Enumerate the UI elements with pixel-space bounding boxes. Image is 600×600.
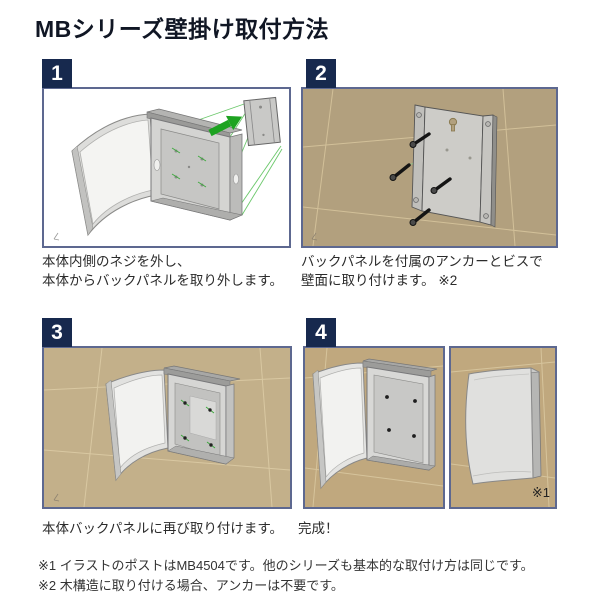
step-2-caption-line2: 壁面に取り付けます。 ※2 (301, 273, 458, 288)
back-panel-on-wall-illustration (303, 89, 556, 246)
step-4-caption-line1: 完成！ (298, 521, 339, 536)
back-panel-piece (243, 96, 281, 147)
screws-group (389, 132, 452, 226)
screws-attached (385, 395, 417, 438)
mailbox-on-wall-illustration (44, 348, 290, 507)
mailbox-closed (465, 367, 542, 485)
axis-origin-mark (311, 232, 318, 241)
step-3-caption: 本体バックパネルに再び取り付けます。 (42, 519, 283, 538)
mailbox-body (146, 108, 244, 221)
step-1-illustration-panel (42, 87, 291, 248)
mailbox-door (312, 362, 368, 490)
mailbox-body (362, 358, 438, 471)
screw-icon (389, 163, 411, 181)
axis-origin-mark (53, 232, 60, 241)
step-1-caption-line1: 本体内側のネジを外し、 (42, 254, 191, 269)
mailbox-open-removal-illustration (53, 96, 283, 241)
step-4-illustration-group: ※1 (303, 346, 557, 509)
mailbox-closed-finished-illustration (451, 348, 555, 507)
step-4-closed-panel: ※1 (449, 346, 557, 509)
step-2-caption: バックパネルを付属のアンカーとビスで 壁面に取り付けます。 ※2 (301, 252, 543, 290)
step-2-badge: 2 (306, 59, 336, 88)
footnote-1: ※1 イラストのポストはMB4504です。他のシリーズも基本的な取付け方は同じで… (38, 558, 534, 573)
mailbox-door (71, 113, 157, 237)
screw-icon (409, 208, 431, 226)
step-1-caption: 本体内側のネジを外し、 本体からバックパネルを取り外します。 (42, 252, 283, 290)
mailbox-door (105, 369, 169, 482)
footnotes: ※1 イラストのポストはMB4504です。他のシリーズも基本的な取付け方は同じで… (38, 556, 534, 596)
step-1-badge: 1 (42, 59, 72, 88)
green-arrow-icon (208, 115, 243, 137)
page-title: MBシリーズ壁掛け取付方法 (35, 16, 330, 42)
mailbox-open-finished-illustration (305, 348, 443, 507)
mailbox-body (163, 365, 241, 465)
footnote-2: ※2 木構造に取り付ける場合、アンカーは不要です。 (38, 578, 344, 593)
flange-screw-holes (413, 112, 491, 219)
axis-origin-mark (53, 493, 60, 502)
step-3-illustration-panel (42, 346, 292, 509)
wall-grid-lines (44, 348, 290, 507)
keyhole-icon (448, 117, 458, 132)
step-2-illustration-panel (301, 87, 558, 248)
step-2-caption-line1: バックパネルを付属のアンカーとビスで (301, 254, 543, 269)
back-panel (411, 104, 498, 228)
step-3-badge: 3 (42, 318, 72, 347)
wall-grid-lines (303, 89, 556, 246)
step-4-caption: 完成！ (298, 519, 339, 538)
step-1-caption-line2: 本体からバックパネルを取り外します。 (42, 273, 283, 288)
step-4-annotation: ※1 (531, 485, 550, 500)
step-4-open-panel (303, 346, 445, 509)
screw-glints (171, 147, 207, 188)
screws-attached (180, 399, 216, 449)
screw-icon (430, 177, 452, 194)
step-3-caption-line1: 本体バックパネルに再び取り付けます。 (42, 521, 283, 536)
step-4-badge: 4 (306, 318, 336, 347)
screw-icon (409, 132, 431, 148)
